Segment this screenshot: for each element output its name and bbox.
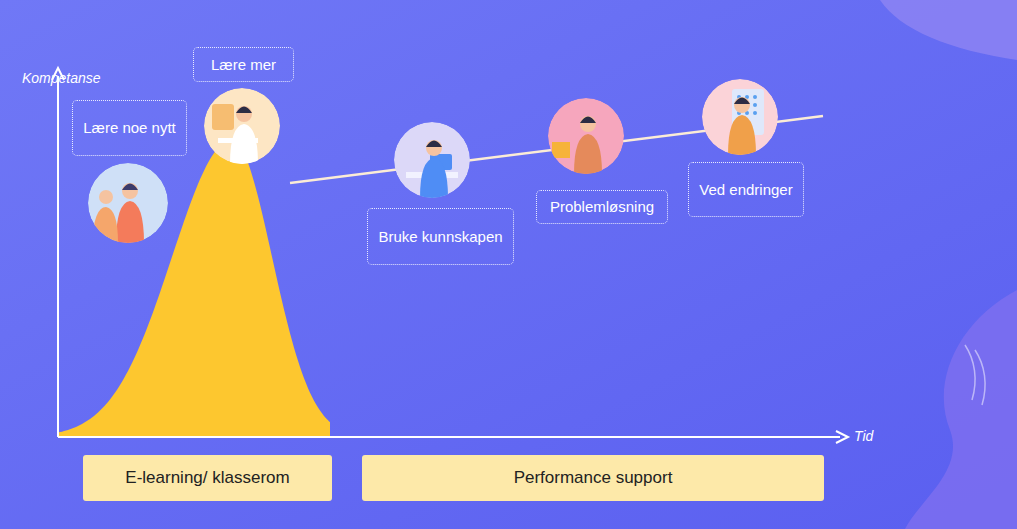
illustration-part	[426, 140, 442, 156]
illustration-part	[426, 141, 442, 148]
illustration-circle	[204, 88, 280, 164]
illustration-part	[52, 68, 848, 443]
illustration-part	[574, 134, 602, 174]
stage-label: Problemløsning	[536, 190, 668, 224]
stage-label: Bruke kunnskapen	[367, 208, 514, 265]
illustration-part	[236, 106, 252, 122]
illustration-circle	[702, 79, 778, 155]
illustration-circle	[394, 122, 470, 198]
illustration-part	[92, 207, 118, 243]
illustration-part	[420, 158, 448, 198]
axis-label: Tid	[854, 428, 873, 444]
label-text: E-learning/ klasserom	[125, 468, 289, 488]
illustration-part	[728, 115, 756, 155]
label-text: Ved endringer	[699, 181, 792, 199]
corner-shape	[905, 290, 1017, 529]
illustration-part	[734, 97, 750, 113]
decor-arc	[965, 345, 975, 400]
corner-shape	[880, 0, 1017, 60]
axis-label: Kompetanse	[22, 70, 101, 86]
illustration-part	[58, 116, 823, 437]
illustration-part	[753, 95, 757, 99]
illustration-part	[116, 201, 144, 243]
illustration-part	[580, 117, 596, 124]
illustration-part	[580, 116, 596, 132]
learning-peak	[58, 140, 330, 437]
stage-label: Ved endringer	[688, 162, 804, 217]
illustration-part	[122, 184, 138, 191]
illustration-circle	[88, 163, 168, 243]
illustration-circle	[548, 98, 624, 174]
illustration-part	[702, 79, 778, 155]
illustration-part	[236, 107, 252, 114]
illustration-part	[734, 98, 750, 105]
phase-band: Performance support	[362, 455, 824, 501]
stage-label: Lære noe nytt	[72, 100, 187, 156]
axis-arrowhead	[836, 431, 848, 443]
illustration-part	[753, 103, 757, 107]
label-text: Lære mer	[211, 56, 276, 74]
illustration-part	[552, 142, 570, 158]
y-axis	[57, 76, 59, 437]
illustration-part	[122, 183, 138, 199]
illustration-part	[548, 98, 624, 174]
illustration-part	[394, 122, 470, 198]
illustration-part	[88, 163, 168, 243]
x-axis	[58, 436, 840, 438]
stage-label: Lære mer	[193, 47, 294, 82]
illustration-part	[204, 88, 280, 164]
label-text: Lære noe nytt	[83, 119, 176, 137]
illustration-part	[212, 104, 234, 130]
label-text: Bruke kunnskapen	[378, 228, 502, 246]
label-text: Performance support	[514, 468, 673, 488]
illustration-part	[99, 190, 113, 204]
illustration-part	[753, 111, 757, 115]
label-text: Problemløsning	[550, 198, 654, 216]
phase-band: E-learning/ klasserom	[83, 455, 332, 501]
illustration-part	[230, 124, 258, 164]
decor-arc	[975, 350, 985, 405]
illustration-part	[88, 79, 778, 243]
